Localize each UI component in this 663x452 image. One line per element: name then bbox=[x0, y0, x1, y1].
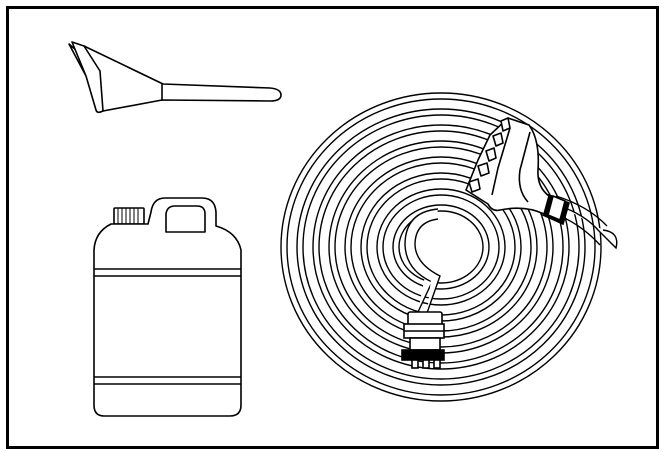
funnel-icon bbox=[68, 41, 282, 114]
coiled-hose-icon bbox=[280, 92, 618, 402]
jug-icon bbox=[93, 197, 242, 417]
